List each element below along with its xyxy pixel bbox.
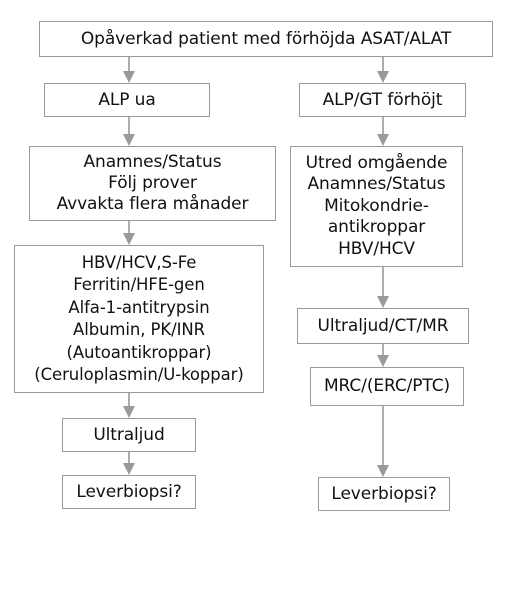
right-workup-node: Utred omgående Anamnes/Status Mitokondri… xyxy=(290,146,463,267)
alp-normal-node: ALP ua xyxy=(44,83,210,117)
start-node: Opåverkad patient med förhöjda ASAT/ALAT xyxy=(39,21,493,57)
left-followup-line-2: Följ prover xyxy=(108,173,197,193)
start-node-label: Opåverkad patient med förhöjda ASAT/ALAT xyxy=(80,28,452,49)
left-ultrasound-label: Ultraljud xyxy=(93,424,165,445)
left-tests-line-3: Alfa-1-antitrypsin xyxy=(68,297,210,317)
right-mrc-node: MRC/(ERC/PTC) xyxy=(310,367,464,406)
right-biopsy-node: Leverbiopsi? xyxy=(318,477,450,511)
left-followup-line-3: Avvakta flera månader xyxy=(56,194,249,214)
left-tests-line-6: (Ceruloplasmin/U-koppar) xyxy=(34,365,244,384)
right-imaging-node: Ultraljud/CT/MR xyxy=(297,308,469,344)
right-workup-line-4: antikroppar xyxy=(327,217,426,238)
left-followup-node: Anamnes/Status Följ prover Avvakta flera… xyxy=(29,146,276,221)
alp-normal-label: ALP ua xyxy=(98,89,156,110)
left-ultrasound-node: Ultraljud xyxy=(62,418,196,452)
left-tests-line-2: Ferritin/HFE-gen xyxy=(73,275,205,294)
left-biopsy-node: Leverbiopsi? xyxy=(62,475,196,509)
left-tests-node: HBV/HCV,S-Fe Ferritin/HFE-gen Alfa-1-ant… xyxy=(14,245,264,393)
right-biopsy-label: Leverbiopsi? xyxy=(331,483,437,504)
right-workup-line-5: HBV/HCV xyxy=(338,238,415,259)
right-imaging-label: Ultraljud/CT/MR xyxy=(317,315,449,336)
left-tests-line-5: (Autoantikroppar) xyxy=(66,342,212,362)
alp-elevated-node: ALP/GT förhöjt xyxy=(299,83,466,117)
right-mrc-label: MRC/(ERC/PTC) xyxy=(323,376,450,396)
right-workup-line-2: Anamnes/Status xyxy=(307,174,446,195)
alp-elevated-label: ALP/GT förhöjt xyxy=(322,89,443,110)
left-tests-line-4: Albumin, PK/INR xyxy=(73,320,205,339)
left-followup-line-1: Anamnes/Status xyxy=(83,152,222,172)
right-workup-line-1: Utred omgående xyxy=(305,152,448,173)
left-biopsy-label: Leverbiopsi? xyxy=(76,481,182,502)
right-workup-line-3: Mitokondrie- xyxy=(324,195,429,216)
left-tests-line-1: HBV/HCV,S-Fe xyxy=(81,252,197,272)
